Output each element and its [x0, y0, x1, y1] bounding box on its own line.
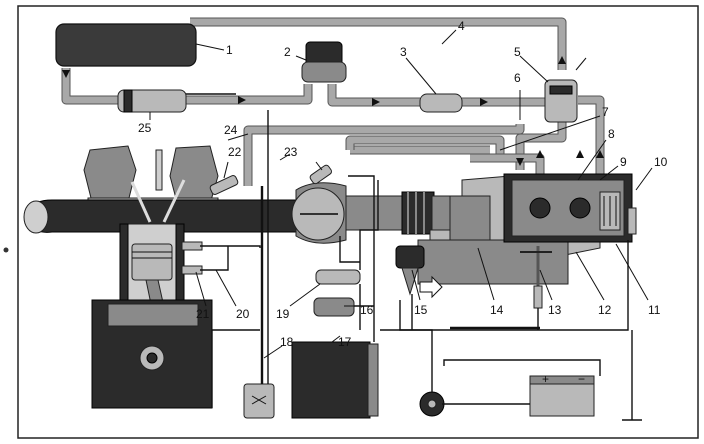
callout-17: 17 [338, 335, 352, 349]
callout-8: 8 [608, 127, 615, 141]
air-filter-box [417, 173, 633, 285]
callout-9: 9 [620, 155, 627, 169]
battery-plus-label: + [542, 372, 549, 386]
ignition-coils [313, 269, 361, 317]
callout-5: 5 [514, 45, 521, 59]
fuel-filter [295, 41, 347, 83]
fuel-tank [55, 23, 225, 67]
ignition-switch [419, 391, 445, 417]
pressure-regulator [519, 55, 578, 123]
callout-1: 1 [226, 43, 233, 57]
callout-20: 20 [236, 307, 250, 321]
callout-4: 4 [458, 19, 465, 33]
callout-6: 6 [514, 71, 521, 85]
callout-16: 16 [360, 303, 374, 317]
throttle-sensor [309, 161, 333, 185]
inline-filter [405, 57, 463, 113]
callout-2: 2 [284, 45, 291, 59]
callout-24: 24 [224, 123, 238, 137]
idle-valve [395, 245, 425, 296]
battery: + − [529, 372, 595, 417]
leader-lines [195, 29, 653, 359]
callout-13: 13 [548, 303, 562, 317]
callout-14: 14 [490, 303, 504, 317]
callout-19: 19 [276, 307, 290, 321]
frame-border [17, 5, 699, 439]
callout-labels: 1 2 3 4 5 6 7 8 9 10 11 12 13 14 15 16 1… [138, 19, 668, 349]
ecu-box [291, 341, 379, 419]
engine-block [23, 145, 301, 409]
margin-dot [3, 247, 9, 253]
callout-10: 10 [654, 155, 668, 169]
air-inlet-arrow [419, 275, 443, 299]
fuel-injector [209, 161, 239, 195]
callout-23: 23 [284, 145, 298, 159]
fuel-pump [117, 89, 210, 120]
callout-22: 22 [228, 145, 242, 159]
callout-3: 3 [400, 45, 407, 59]
block-sensors [181, 241, 203, 275]
relay [243, 383, 275, 419]
flow-arrows [62, 56, 604, 166]
callout-11: 11 [648, 303, 661, 317]
callout-18: 18 [280, 335, 294, 349]
callout-25: 25 [138, 121, 152, 135]
callout-7: 7 [602, 105, 609, 119]
callout-21: 21 [196, 307, 210, 321]
battery-minus-label: − [578, 372, 585, 386]
callout-15: 15 [414, 303, 428, 317]
callout-12: 12 [598, 303, 612, 317]
